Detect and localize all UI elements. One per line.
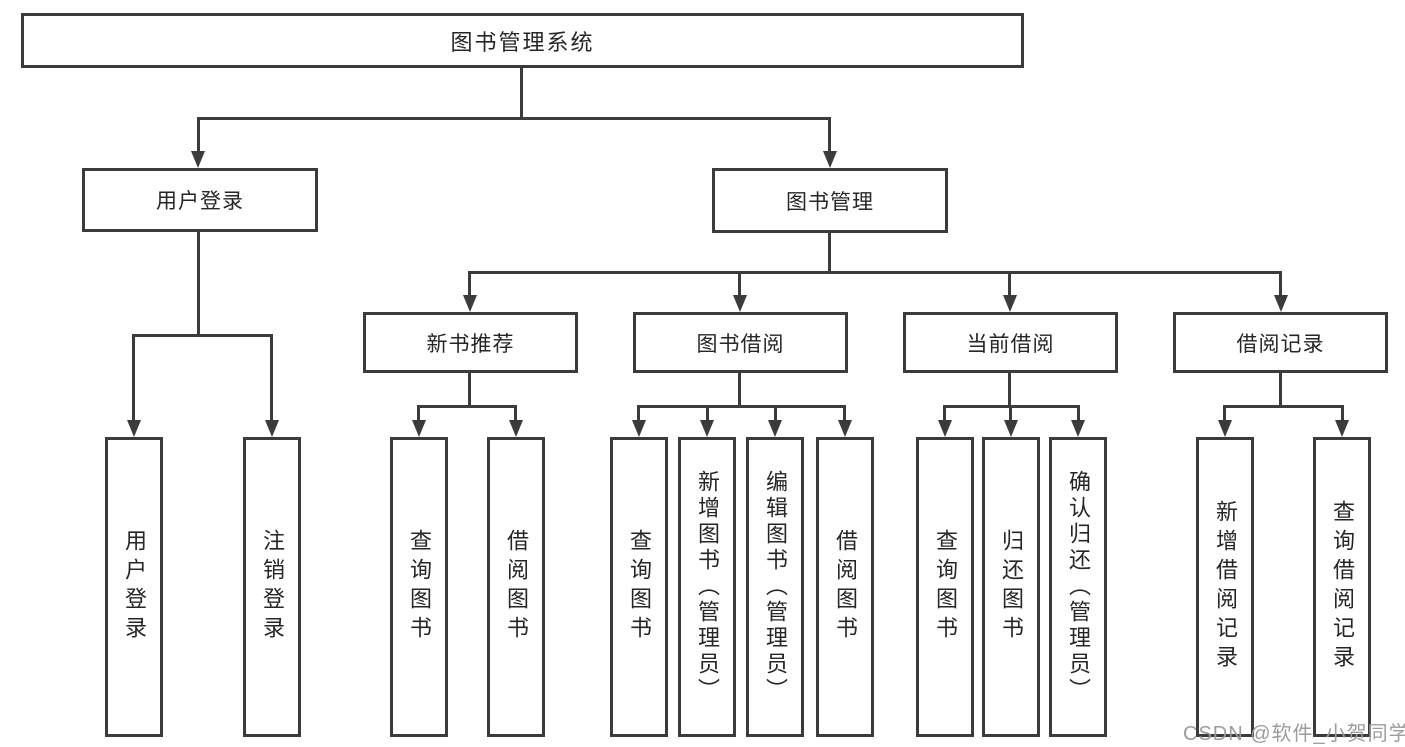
connector-root-bar bbox=[197, 117, 831, 120]
leaf-search-books-recommend-label: 查询图书 bbox=[407, 529, 432, 645]
connector-to-new-books bbox=[468, 271, 471, 297]
leaf-add-books-admin-label: 新增图书（管理员） bbox=[695, 470, 720, 704]
node-user-login-label: 用户登录 bbox=[156, 190, 244, 213]
connector-to-leaf bbox=[774, 405, 777, 422]
arrowhead-icon bbox=[1004, 420, 1018, 437]
connector-to-records bbox=[1279, 271, 1282, 297]
leaf-search-books-recommend: 查询图书 bbox=[390, 437, 448, 737]
node-new-book-recommend: 新书推荐 bbox=[363, 312, 578, 373]
connector-user-login-bar bbox=[132, 334, 273, 337]
connector-records-bar bbox=[1223, 405, 1344, 408]
leaf-confirm-return-admin: 确认归还（管理员） bbox=[1049, 437, 1107, 737]
connector-book-mgmt-stem bbox=[828, 233, 831, 274]
arrowhead-icon bbox=[733, 295, 747, 312]
arrowhead-icon bbox=[1218, 420, 1232, 437]
connector-root-stem bbox=[520, 68, 523, 120]
connector-to-current bbox=[1008, 271, 1011, 297]
csdn-watermark: CSDN @软件_小贺同学 bbox=[1183, 723, 1405, 745]
leaf-borrow-books-recommend-label: 借阅图书 bbox=[504, 529, 529, 645]
node-current-borrowing: 当前借阅 bbox=[903, 312, 1118, 373]
arrowhead-icon bbox=[463, 295, 477, 312]
leaf-add-borrow-record: 新增借阅记录 bbox=[1196, 437, 1254, 737]
connector-to-leaf bbox=[514, 405, 517, 422]
connector-to-leaf bbox=[1223, 405, 1226, 422]
leaf-return-books-label: 归还图书 bbox=[999, 529, 1024, 645]
arrowhead-icon bbox=[938, 420, 952, 437]
arrowhead-icon bbox=[1071, 420, 1085, 437]
connector-to-leaf bbox=[706, 405, 709, 422]
leaf-logout: 注销登录 bbox=[243, 437, 301, 737]
arrowhead-icon bbox=[1003, 295, 1017, 312]
connector-to-leaf bbox=[943, 405, 946, 422]
arrowhead-icon bbox=[700, 420, 714, 437]
connector-book-mgmt-bar bbox=[468, 271, 1282, 274]
leaf-search-books-current: 查询图书 bbox=[916, 437, 974, 737]
leaf-search-borrow-record: 查询借阅记录 bbox=[1313, 437, 1371, 737]
leaf-user-login-label: 用户登录 bbox=[122, 529, 147, 645]
leaf-borrow-books: 借阅图书 bbox=[816, 437, 874, 737]
leaf-borrow-books-label: 借阅图书 bbox=[833, 529, 858, 645]
node-current-borrowing-label: 当前借阅 bbox=[966, 332, 1055, 356]
connector-records-stem bbox=[1279, 373, 1282, 408]
connector-to-leaf bbox=[1341, 405, 1344, 422]
connector-borrowing-bar bbox=[637, 405, 846, 408]
arrowhead-icon bbox=[1335, 420, 1349, 437]
leaf-return-books: 归还图书 bbox=[982, 437, 1040, 737]
connector-to-leaf bbox=[637, 405, 640, 422]
leaf-edit-books-admin: 编辑图书（管理员） bbox=[746, 437, 804, 737]
node-borrow-records-label: 借阅记录 bbox=[1236, 332, 1325, 356]
leaf-edit-books-admin-label: 编辑图书（管理员） bbox=[763, 470, 788, 704]
node-book-management-label: 图书管理 bbox=[786, 190, 874, 214]
arrowhead-icon bbox=[191, 151, 205, 168]
connector-borrowing-stem bbox=[738, 373, 741, 408]
node-root: 图书管理系统 bbox=[21, 13, 1024, 68]
connector-user-login-stem bbox=[197, 232, 200, 337]
leaf-logout-label: 注销登录 bbox=[260, 529, 285, 645]
leaf-borrow-books-recommend: 借阅图书 bbox=[487, 437, 545, 737]
arrowhead-icon bbox=[265, 420, 279, 437]
connector-to-leaf bbox=[132, 334, 135, 422]
node-user-login: 用户登录 bbox=[82, 168, 318, 232]
leaf-search-borrow-record-label: 查询借阅记录 bbox=[1330, 500, 1355, 674]
node-book-borrowing-label: 图书借阅 bbox=[696, 332, 785, 356]
leaf-search-books-current-label: 查询图书 bbox=[933, 529, 958, 645]
connector-to-user-login bbox=[197, 117, 200, 153]
connector-to-leaf bbox=[417, 405, 420, 422]
connector-to-leaf bbox=[270, 334, 273, 422]
connector-new-books-bar bbox=[417, 405, 517, 408]
connector-to-book-mgmt bbox=[828, 117, 831, 153]
arrowhead-icon bbox=[838, 420, 852, 437]
node-book-management: 图书管理 bbox=[712, 168, 948, 233]
node-root-label: 图书管理系统 bbox=[450, 29, 595, 55]
leaf-search-books-borrowing: 查询图书 bbox=[610, 437, 668, 737]
node-borrow-records: 借阅记录 bbox=[1173, 312, 1388, 373]
leaf-add-borrow-record-label: 新增借阅记录 bbox=[1213, 500, 1238, 674]
arrowhead-icon bbox=[127, 420, 141, 437]
arrowhead-icon bbox=[823, 151, 837, 168]
arrowhead-icon bbox=[632, 420, 646, 437]
leaf-search-books-borrowing-label: 查询图书 bbox=[627, 529, 652, 645]
arrowhead-icon bbox=[768, 420, 782, 437]
connector-to-leaf bbox=[1077, 405, 1080, 422]
arrowhead-icon bbox=[1274, 295, 1288, 312]
connector-to-leaf bbox=[1009, 405, 1012, 422]
node-book-borrowing: 图书借阅 bbox=[633, 312, 848, 373]
arrowhead-icon bbox=[509, 420, 523, 437]
leaf-add-books-admin: 新增图书（管理员） bbox=[678, 437, 736, 737]
node-new-book-recommend-label: 新书推荐 bbox=[426, 332, 515, 356]
arrowhead-icon bbox=[412, 420, 426, 437]
connector-current-stem bbox=[1008, 373, 1011, 408]
connector-to-borrowing bbox=[738, 271, 741, 297]
connector-to-leaf bbox=[843, 405, 846, 422]
leaf-user-login: 用户登录 bbox=[105, 437, 163, 737]
leaf-confirm-return-admin-label: 确认归还（管理员） bbox=[1066, 470, 1091, 704]
connector-new-books-stem bbox=[468, 373, 471, 408]
